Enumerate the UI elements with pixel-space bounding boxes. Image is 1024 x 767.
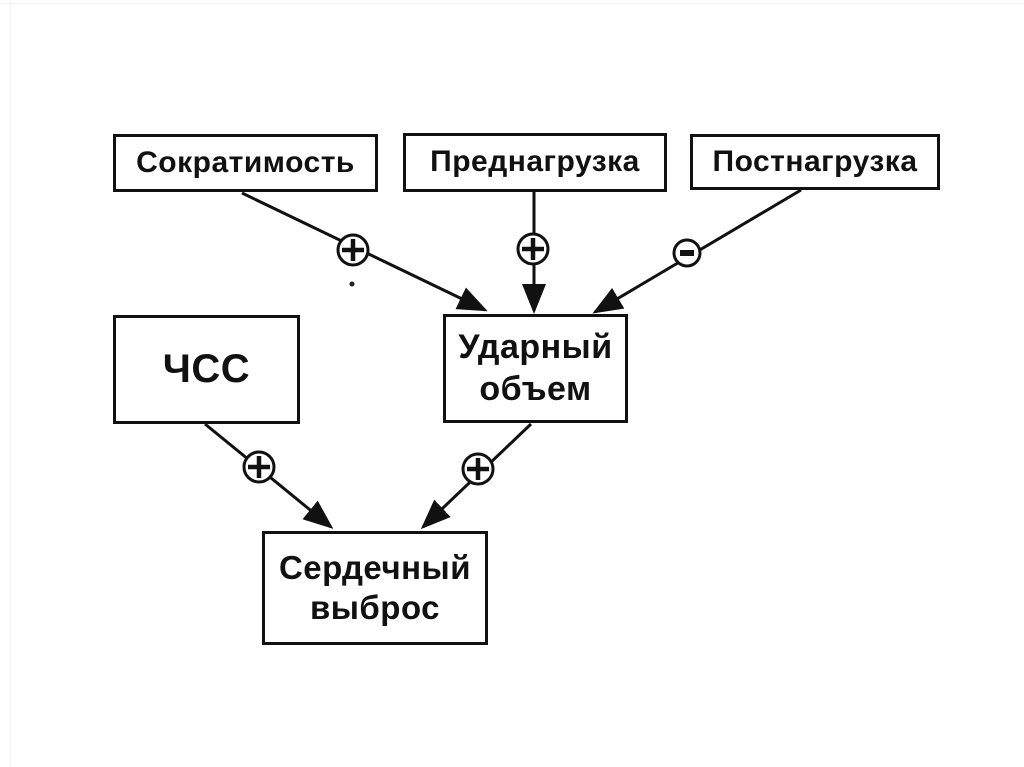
node-stroke-volume-label: Ударный объем [458,328,613,408]
node-preload-label: Преднагрузка [430,145,640,179]
edge-afterload-to-stroke-volume [592,188,802,314]
edge-contractility-to-stroke-volume [241,191,488,312]
edge-stroke-volume-to-cardiac-output [420,422,533,530]
node-contractility-label: Сократимость [136,145,355,179]
node-contractility: Сократимость [113,134,378,192]
edge-heart-rate-to-cardiac-output [204,422,334,529]
node-stroke-volume: Ударный объем [443,314,628,423]
edge-sign-group [242,450,276,484]
edge-sign-group [461,452,495,486]
stray-dot [349,281,355,287]
edge-sign-group [336,233,370,267]
node-cardiac-output-label: Сердечный выброс [278,548,472,626]
node-heart-rate: ЧСС [113,315,300,424]
edge-sign-group [672,238,702,268]
node-preload: Преднагрузка [403,133,667,192]
node-cardiac-output: Сердечный выброс [262,531,488,645]
node-afterload-label: Постнагрузка [712,144,918,178]
scan-edge-left [10,0,11,767]
scan-edge-top [0,3,1024,4]
edge-preload-to-stroke-volume [516,192,550,314]
node-heart-rate-label: ЧСС [162,347,251,392]
node-afterload: Постнагрузка [690,134,940,190]
edge-sign-group [516,232,550,266]
